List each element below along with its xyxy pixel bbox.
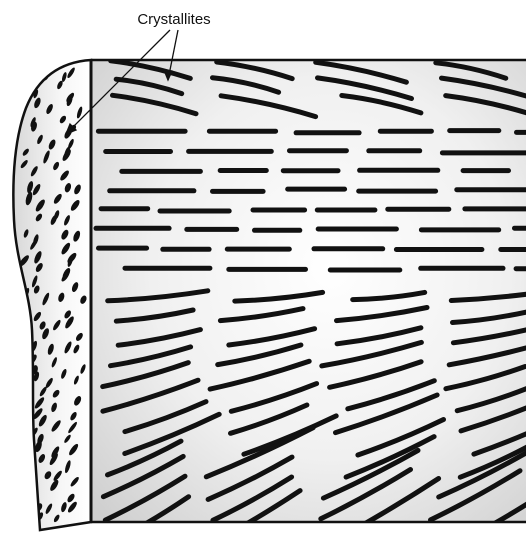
equiaxed-crystallite bbox=[28, 485, 36, 499]
equiaxed-crystallite bbox=[35, 68, 44, 78]
crystallites-label: Crystallites bbox=[137, 11, 210, 28]
equiaxed-crystallite bbox=[24, 399, 33, 410]
equiaxed-crystallite bbox=[25, 464, 33, 474]
